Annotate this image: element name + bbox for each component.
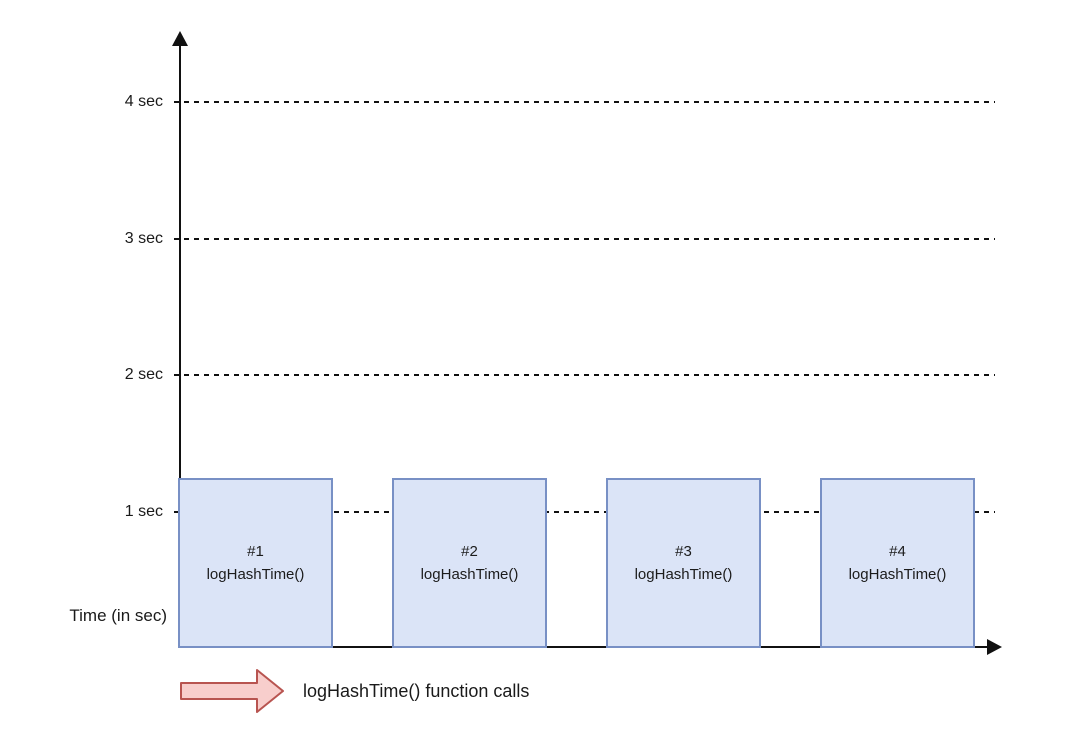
x-axis-line <box>180 646 988 648</box>
call-seq-label: #1 <box>247 543 264 560</box>
call-box: #3 logHashTime() <box>606 478 761 648</box>
call-box: #2 logHashTime() <box>392 478 547 648</box>
call-seq-label: #3 <box>675 543 692 560</box>
call-box: #4 logHashTime() <box>820 478 975 648</box>
y-axis-title: Time (in sec) <box>69 606 167 625</box>
gridline <box>174 237 995 240</box>
call-fn-label: logHashTime() <box>420 566 519 583</box>
legend: logHashTime() function calls <box>180 668 529 714</box>
x-axis-arrowhead-icon <box>987 639 1002 655</box>
call-seq-label: #2 <box>461 543 478 560</box>
gridline <box>174 510 995 513</box>
gridline <box>174 101 995 103</box>
call-fn-label: logHashTime() <box>634 566 733 583</box>
y-tick-label: 3 sec <box>124 229 163 247</box>
right-arrow-icon <box>180 669 284 713</box>
call-fn-label: logHashTime() <box>848 566 947 583</box>
y-axis-line <box>179 44 181 648</box>
legend-label: logHashTime() function calls <box>303 681 530 701</box>
y-tick-label: 4 sec <box>124 93 163 110</box>
call-fn-label: logHashTime() <box>206 566 305 583</box>
call-seq-label: #4 <box>889 543 906 560</box>
y-tick-label: 2 sec <box>124 366 163 383</box>
y-tick-label: 1 sec <box>124 502 163 520</box>
call-box: #1 logHashTime() <box>178 478 333 648</box>
gridline <box>174 374 995 376</box>
y-axis-arrowhead-icon <box>172 31 188 46</box>
